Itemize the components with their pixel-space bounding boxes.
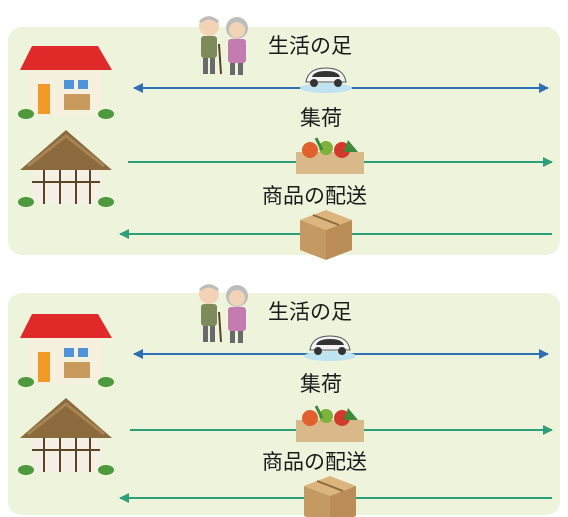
label-transport: 生活の足 [268,34,352,58]
cardboard-box-icon [299,209,353,261]
car-icon [299,67,353,94]
thatched-house-icon [16,128,116,209]
elderly-couple-icon [197,282,250,345]
label-delivery: 商品の配送 [262,450,367,474]
thatched-house-icon [16,396,116,477]
panel-2-graphics [16,282,553,517]
panel-1-graphics [16,14,553,261]
label-transport: 生活の足 [268,300,352,324]
label-collection: 集荷 [300,372,342,396]
house-icon [18,46,114,119]
vegetable-box-icon [294,404,366,444]
house-icon [18,314,114,387]
cardboard-box-icon [303,475,357,517]
elderly-couple-icon [197,14,250,77]
label-delivery: 商品の配送 [262,184,367,208]
vegetable-box-icon [294,136,366,176]
car-icon [303,335,357,362]
label-collection: 集荷 [300,106,342,130]
